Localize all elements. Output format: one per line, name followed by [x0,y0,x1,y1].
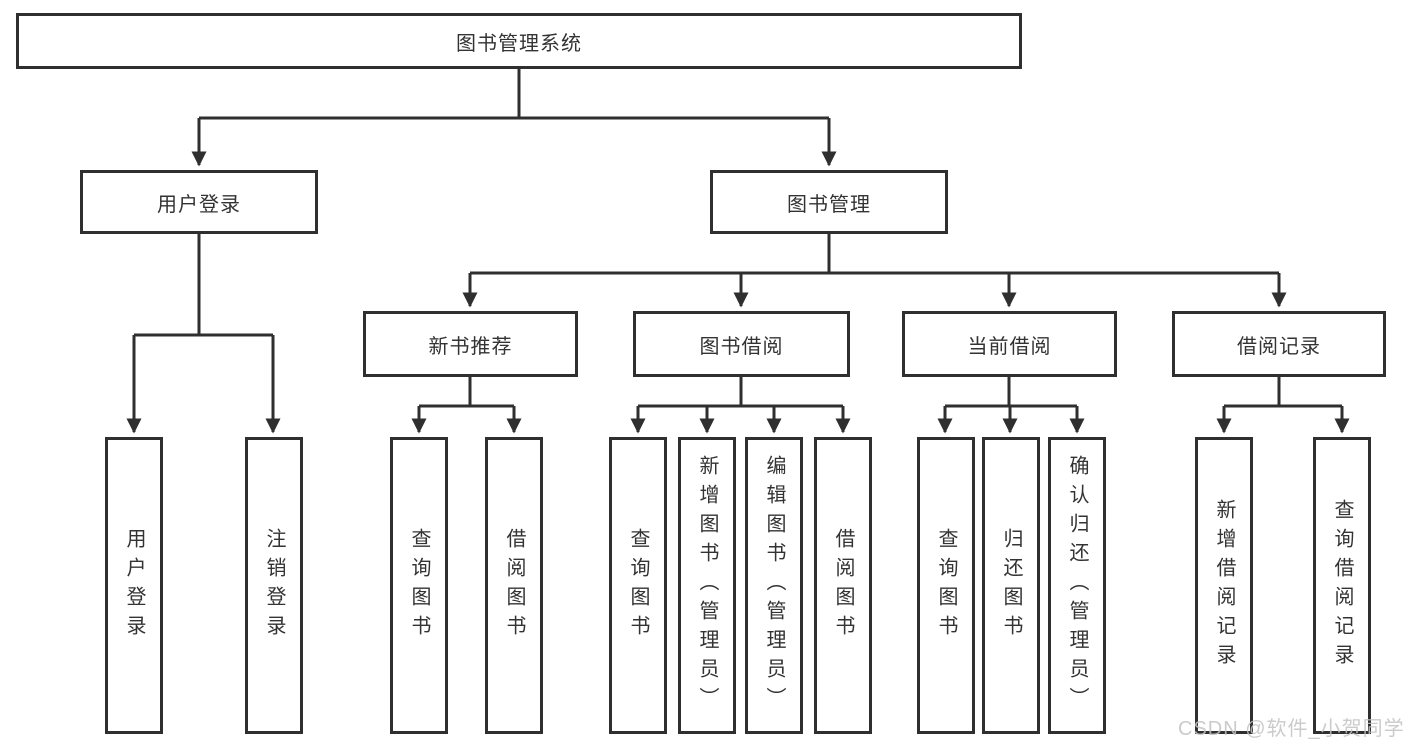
leaf-query-borrow-record-label: 查询借阅记录 [1331,498,1353,673]
node-borrowing-records: 借阅记录 [1172,311,1386,377]
leaf-logout: 注销登录 [245,437,303,734]
leaf-query-books-1-label: 查询图书 [408,527,430,644]
leaf-return-books-label: 归还图书 [1000,527,1022,644]
connector-current-borrowing-children [937,377,1085,434]
leaf-query-books-1: 查询图书 [390,437,448,734]
leaf-add-borrow-record-label: 新增借阅记录 [1213,498,1235,673]
leaf-edit-books-admin-label: 编辑图书（管理员） [763,455,785,716]
node-user-login: 用户登录 [80,170,318,234]
leaf-confirm-return-admin: 确认归还（管理员） [1048,437,1106,734]
leaf-edit-books-admin: 编辑图书（管理员） [745,437,803,734]
connector-book-borrowing-children [630,377,851,434]
leaf-query-books-3: 查询图书 [917,437,975,734]
leaf-confirm-return-admin-label: 确认归还（管理员） [1066,455,1088,716]
leaf-user-login: 用户登录 [105,437,163,734]
leaf-add-books-admin-label: 新增图书（管理员） [696,455,718,716]
connector-new-book-children [411,377,522,434]
node-book-borrowing-label: 图书借阅 [699,335,784,358]
leaf-logout-label: 注销登录 [263,527,285,644]
leaf-user-login-label: 用户登录 [123,527,145,644]
leaf-borrow-books-1-label: 借阅图书 [503,527,525,644]
node-current-borrowing-label: 当前借阅 [967,335,1052,358]
leaf-return-books: 归还图书 [982,437,1040,734]
node-root-label: 图书管理系统 [456,32,582,55]
connector-book-management-to-modules [462,234,1287,308]
node-root: 图书管理系统 [16,13,1022,69]
connector-user-login-children [126,234,281,434]
node-book-management: 图书管理 [710,170,948,234]
node-book-borrowing: 图书借阅 [633,311,850,377]
node-borrowing-records-label: 借阅记录 [1237,335,1321,358]
leaf-borrow-books-1: 借阅图书 [485,437,543,734]
leaf-query-books-3-label: 查询图书 [935,527,957,644]
node-new-book-recommend: 新书推荐 [363,311,578,377]
leaf-add-books-admin: 新增图书（管理员） [678,437,736,734]
leaf-query-books-2: 查询图书 [609,437,667,734]
leaf-query-books-2-label: 查询图书 [627,527,649,644]
leaf-query-borrow-record: 查询借阅记录 [1313,437,1371,734]
leaf-borrow-books-2: 借阅图书 [814,437,872,734]
connector-root-to-level2 [191,68,837,167]
leaf-add-borrow-record: 新增借阅记录 [1195,437,1253,734]
watermark: CSDN @软件_小贺同学 [1178,718,1405,740]
connector-borrowing-records-children [1216,377,1350,434]
node-new-book-recommend-label: 新书推荐 [428,335,513,358]
node-current-borrowing: 当前借阅 [902,311,1117,377]
leaf-borrow-books-2-label: 借阅图书 [832,527,854,644]
node-book-management-label: 图书管理 [787,193,871,216]
node-user-login-label: 用户登录 [157,193,241,216]
